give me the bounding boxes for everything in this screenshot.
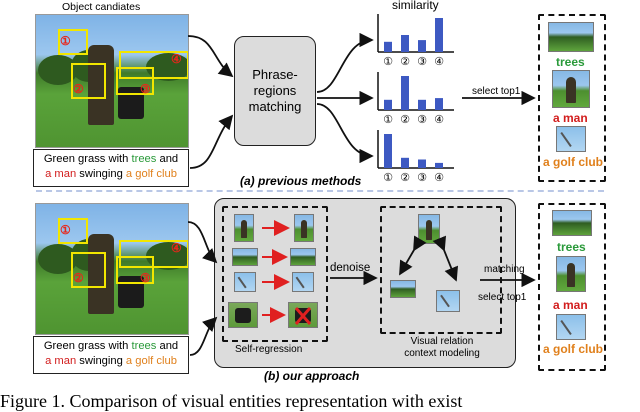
bar-3 bbox=[418, 99, 426, 110]
red-x-icon bbox=[294, 307, 312, 325]
context-modeling-box bbox=[380, 206, 502, 334]
thumb-club-top bbox=[556, 126, 586, 152]
bbox-4 bbox=[119, 51, 188, 79]
tick-label-1: ① bbox=[383, 171, 393, 182]
figure-caption: Figure 1. Comparison of visual entities … bbox=[0, 391, 463, 411]
result-club-bottom: a golf club bbox=[543, 342, 603, 356]
tick-label-1: ① bbox=[383, 55, 393, 66]
sr-left-4 bbox=[228, 302, 258, 328]
bar-2 bbox=[401, 76, 409, 110]
tick-label-2: ② bbox=[400, 113, 410, 124]
box-number-1: ① bbox=[60, 34, 71, 48]
sr-right-2 bbox=[290, 248, 316, 266]
tick-label-1: ① bbox=[383, 113, 393, 124]
sr-left-2 bbox=[232, 248, 258, 266]
tick-label-3: ③ bbox=[417, 55, 427, 66]
thumb-trees-bottom bbox=[552, 210, 592, 236]
sr-right-1 bbox=[294, 214, 314, 242]
thumb-club-bottom bbox=[556, 314, 586, 340]
ctx-trees bbox=[390, 280, 416, 298]
matching-label: matching bbox=[484, 264, 525, 275]
sr-left-1 bbox=[234, 214, 254, 242]
caption-top: Green grass with trees and a man swingin… bbox=[33, 149, 189, 187]
section-label-b: (b) our approach bbox=[264, 369, 360, 383]
box-number-3-b: ③ bbox=[140, 271, 151, 285]
ctx-club bbox=[436, 290, 460, 312]
select-top1-label-bottom: select top1 bbox=[478, 292, 527, 303]
select-top1-label-top: select top1 bbox=[472, 86, 521, 97]
context-modeling-label: Visual relation context modeling bbox=[404, 336, 480, 359]
self-regression-label: Self-regression bbox=[235, 344, 303, 355]
arrow-caption-to-matching bbox=[189, 114, 234, 169]
bar-3 bbox=[418, 159, 426, 168]
bar-4 bbox=[435, 162, 443, 168]
thumb-man-top bbox=[552, 70, 590, 108]
thumb-man-bottom bbox=[556, 256, 586, 292]
self-regression-box bbox=[222, 206, 328, 342]
tick-label-4: ④ bbox=[434, 113, 444, 124]
result-trees-top: trees bbox=[556, 55, 585, 69]
tick-label-2: ② bbox=[400, 55, 410, 66]
sr-left-3 bbox=[234, 272, 256, 292]
bar-1 bbox=[384, 99, 392, 110]
bar-2 bbox=[401, 157, 409, 168]
denoise-label: denoise bbox=[330, 262, 371, 274]
section-label-a: (a) previous methods bbox=[240, 174, 362, 188]
tick-label-4: ④ bbox=[434, 55, 444, 66]
thumb-trees-top bbox=[548, 22, 594, 52]
tick-label-2: ② bbox=[400, 171, 410, 182]
bar-1 bbox=[384, 134, 392, 168]
bar-1 bbox=[384, 41, 392, 52]
result-trees-bottom: trees bbox=[557, 240, 586, 254]
tick-label-3: ③ bbox=[417, 171, 427, 182]
box-number-2: ② bbox=[73, 82, 84, 96]
candidates-title: Object candiates bbox=[62, 1, 141, 13]
bar-4 bbox=[435, 18, 443, 52]
sr-right-3 bbox=[292, 272, 314, 292]
bar-4 bbox=[435, 98, 443, 110]
result-club-top: a golf club bbox=[543, 155, 603, 169]
caption-bottom: Green grass with trees and a man swingin… bbox=[33, 336, 189, 374]
box-number-4-b: ④ bbox=[171, 241, 182, 255]
box-number-3: ③ bbox=[140, 82, 151, 96]
golf-scene-bottom: ① ② ③ ④ bbox=[35, 203, 189, 335]
result-man-top: a man bbox=[553, 111, 588, 125]
box-number-1-b: ① bbox=[60, 223, 71, 237]
bar-2 bbox=[401, 35, 409, 52]
results-box-top bbox=[538, 14, 606, 182]
box-number-4: ④ bbox=[171, 52, 182, 66]
bbox-1 bbox=[58, 29, 88, 55]
arrow-image-to-matching bbox=[187, 35, 234, 78]
tick-label-3: ③ bbox=[417, 113, 427, 124]
arrow-image-to-approach bbox=[187, 221, 218, 264]
bbox-3 bbox=[116, 67, 154, 95]
golf-scene-top: ① ② ③ ④ bbox=[35, 14, 189, 148]
phrase-regions-matching-box: Phrase- regions matching bbox=[234, 36, 316, 146]
result-man-bottom: a man bbox=[553, 298, 588, 312]
results-box-bottom bbox=[538, 203, 606, 371]
arrow-matching-to-chart3 bbox=[316, 103, 374, 164]
similarity-label: similarity bbox=[392, 0, 439, 12]
arrow-matching-to-chart1 bbox=[316, 32, 374, 93]
section-divider bbox=[36, 190, 604, 192]
bar-3 bbox=[418, 40, 426, 52]
tick-label-4: ④ bbox=[434, 171, 444, 182]
bbox-2 bbox=[71, 63, 106, 99]
box-number-2-b: ② bbox=[73, 271, 84, 285]
arrow-caption-to-approach bbox=[189, 316, 218, 356]
